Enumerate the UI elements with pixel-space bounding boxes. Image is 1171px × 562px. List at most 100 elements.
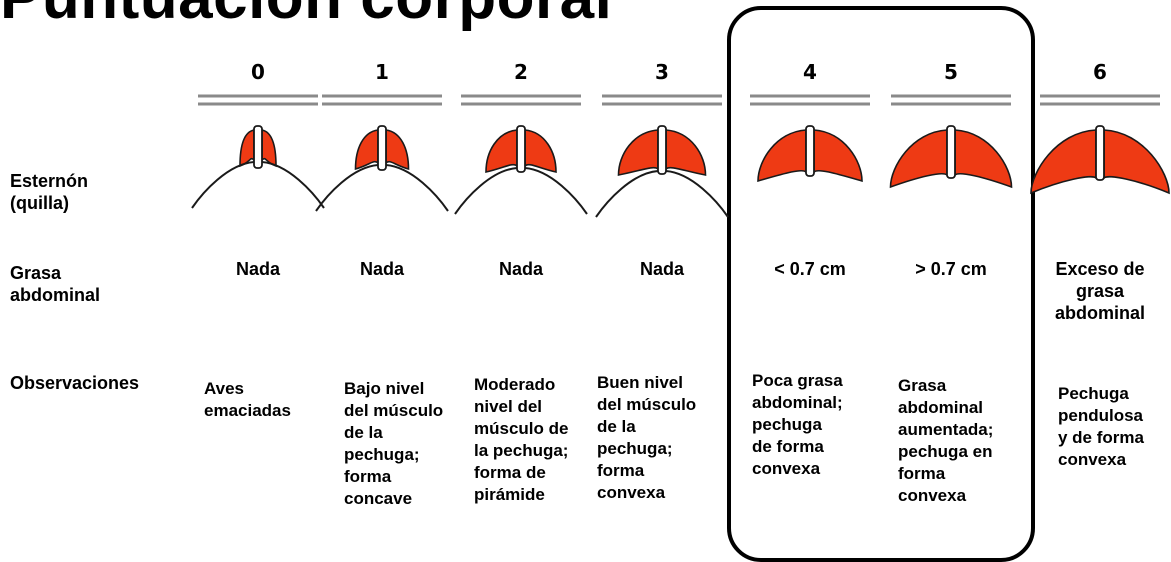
skin-line-left [315, 164, 379, 212]
observation-line: de la [344, 423, 383, 442]
fat-line: > 0.7 cm [915, 259, 987, 279]
keel-diagram-1 [315, 125, 449, 212]
keel-bone [805, 125, 815, 177]
observation-6: Pechuga pendulosa y de forma convexa [1058, 383, 1144, 471]
fat-line: Nada [235, 259, 280, 279]
observation-line: pendulosa [1058, 406, 1144, 425]
fat-value-5: > 0.7 cm [886, 258, 1016, 280]
keel-bone [253, 125, 263, 169]
observation-line: pechuga; [344, 445, 420, 464]
skin-line-left [191, 161, 255, 209]
fat-value-1: Nada [317, 258, 447, 280]
keel-bone [657, 125, 667, 175]
score-rules [198, 94, 1160, 106]
fat-value-3: Nada [597, 258, 727, 280]
observation-line: nivel del [474, 397, 543, 416]
score-4: 4 [803, 60, 817, 84]
breast-muscle-right [385, 129, 410, 171]
observation-line: pechuga [752, 415, 822, 434]
observation-line: abdominal; [752, 393, 843, 412]
skin-line-left [595, 170, 659, 218]
keel-diagram-0 [191, 125, 325, 209]
breast-muscle-right [1103, 129, 1170, 195]
observation-line: músculo de [474, 419, 569, 438]
fat-label-line2: abdominal [10, 285, 101, 305]
observation-line: abdominal [898, 398, 984, 417]
observation-line: la pechuga; [474, 441, 569, 460]
keel-diagram-6 [1030, 125, 1170, 195]
keel-diagram-4 [757, 125, 863, 183]
skin-line-right [261, 161, 325, 209]
skin-line-right [385, 164, 449, 212]
observation-line: Poca grasa [752, 371, 843, 390]
fat-line: < 0.7 cm [774, 259, 846, 279]
breast-muscle-right [261, 129, 277, 168]
observation-line: y de forma [1058, 428, 1144, 447]
breast-muscle-left [354, 129, 379, 171]
breast-muscle-left [757, 129, 807, 183]
score-3: 3 [655, 60, 669, 84]
fat-line: grasa [1075, 281, 1125, 301]
keel-bone [946, 125, 956, 179]
keel-diagram-3 [595, 125, 729, 218]
score-1: 1 [375, 60, 389, 84]
breast-muscle-left [485, 129, 518, 174]
fat-line: Nada [498, 259, 543, 279]
fat-line: Exceso de [1055, 259, 1145, 279]
keel-bone [1095, 125, 1105, 181]
keel-diagram-2 [454, 125, 588, 215]
score-6: 6 [1093, 60, 1107, 84]
observations-row-label: Observaciones [10, 373, 140, 393]
fat-label-line1: Grasa [10, 263, 62, 283]
fat-value-0: Nada [193, 258, 323, 280]
observation-line: convexa [752, 459, 821, 478]
sternum-row-label: Esternón (quilla) [10, 170, 88, 214]
breast-muscle-right [813, 129, 863, 183]
observation-line: Moderado [474, 375, 556, 394]
breast-muscle-right [954, 129, 1013, 189]
observation-0: Aves emaciadas [204, 378, 291, 422]
breast-muscle-left [889, 129, 948, 189]
observation-line: emaciadas [204, 401, 291, 420]
observation-line: aumentada; [898, 420, 994, 439]
score-5: 5 [944, 60, 958, 84]
observation-line: del músculo [597, 395, 697, 414]
observation-line: Buen nivel [597, 373, 683, 392]
observation-line: de forma [752, 437, 824, 456]
fat-line: Nada [359, 259, 404, 279]
sternum-label-line1: Esternón [10, 171, 89, 191]
keel-bone [516, 125, 526, 173]
breast-muscle-right [665, 129, 707, 176]
keel-bone [377, 125, 387, 171]
page-title: Puntuación corporal [0, 0, 612, 33]
observation-line: convexa [597, 483, 666, 502]
breast-muscle-right [524, 129, 557, 174]
breast-muscle-left [617, 129, 659, 176]
observation-line: convexa [1058, 450, 1127, 469]
observation-line: Bajo nivel [344, 379, 425, 398]
observation-line: Pechuga [1058, 384, 1129, 403]
breast-muscle-left [239, 129, 255, 168]
observation-line: concave [344, 489, 413, 508]
skin-line-right [524, 167, 588, 215]
observation-line: pechuga en [898, 442, 993, 461]
skin-line-left [454, 167, 518, 215]
keel-diagram-5 [889, 125, 1013, 189]
fat-value-4: < 0.7 cm [745, 258, 875, 280]
observation-line: pechuga; [597, 439, 673, 458]
observation-line: forma [344, 467, 392, 486]
observation-4: Poca grasa abdominal; pechuga de forma conve… [752, 370, 843, 480]
observation-line: Grasa [898, 376, 947, 395]
observation-line: Aves [204, 379, 245, 398]
observation-line: de la [597, 417, 636, 436]
score-0: 0 [251, 60, 265, 84]
sternum-label-line2: (quilla) [10, 193, 69, 213]
fat-value-2: Nada [456, 258, 586, 280]
observation-2: Moderado nivel del músculo de la pechuga; fo… [474, 374, 568, 506]
observation-line: forma de [474, 463, 546, 482]
skin-line-right [665, 170, 729, 218]
observation-5: Grasa abdominal aumentada; pechuga en forma c… [898, 375, 993, 507]
observation-line: convexa [898, 486, 967, 505]
observation-line: forma [898, 464, 946, 483]
